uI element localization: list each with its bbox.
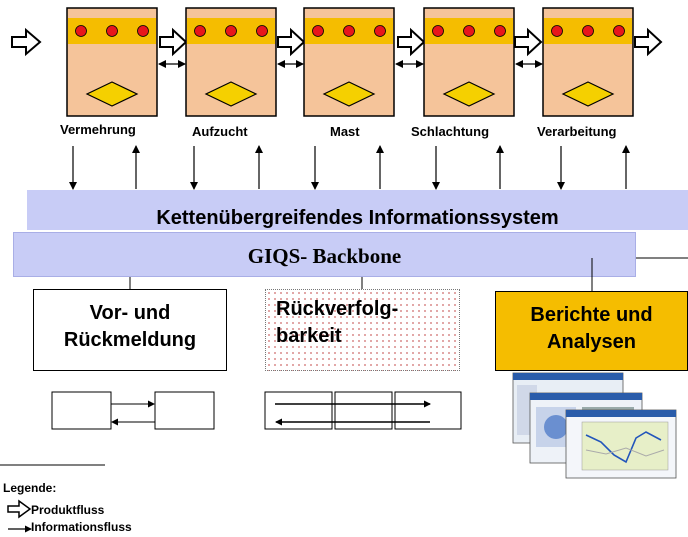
stage-box-vermehrung <box>66 7 158 117</box>
module-rueck-line-2: barkeit <box>276 325 342 347</box>
module-rueck-line-1: Rückverfolg- <box>276 298 399 320</box>
product-flow-arrow <box>634 27 663 57</box>
product-flow-arrow <box>159 27 188 57</box>
legend-product-flow-icon <box>7 499 32 519</box>
module-vor-line-1: Vor- und <box>89 302 171 324</box>
information-system-band: Kettenübergreifendes Informationssystem <box>27 190 688 230</box>
product-flow-arrows <box>11 27 663 57</box>
feedback-mini-diagram <box>51 391 215 430</box>
legend-product-flow-label: Produktfluss <box>31 503 105 517</box>
stage-boxes <box>66 7 634 117</box>
module-ber-line-1: Berichte und <box>530 304 653 326</box>
module-rueckverfolgbarkeit: Rückverfolg- barkeit <box>265 289 460 371</box>
legend-title: Legende: <box>3 481 57 495</box>
legend-information-flow-label: Informationsfluss <box>31 520 132 534</box>
module-vor-line-2: Rückmeldung <box>63 329 197 351</box>
stage-box-verarbeitung <box>542 7 634 117</box>
stage-label-vermehrung: Vermehrung <box>60 122 136 137</box>
stage-label-aufzucht: Aufzucht <box>192 124 248 139</box>
vertical-info-arrows <box>69 145 630 190</box>
stage-label-schlachtung: Schlachtung <box>411 124 490 139</box>
product-flow-arrow <box>514 27 543 57</box>
legend-graphics <box>0 464 105 533</box>
backbone-band: GIQS- Backbone <box>13 232 636 277</box>
stage-box-schlachtung <box>423 7 515 117</box>
module-vor-rueckmeldung: Vor- und Rückmeldung <box>33 289 227 371</box>
backbone-title: GIQS- Backbone <box>247 244 402 268</box>
product-flow-arrow <box>277 27 306 57</box>
report-screenshots-image <box>512 372 677 479</box>
module-berichte-analysen: Berichte und Analysen <box>495 291 688 371</box>
stage-box-mast <box>303 7 395 117</box>
product-flow-arrow <box>397 27 426 57</box>
module-ber-line-2: Analysen <box>547 331 636 353</box>
traceability-mini-diagram <box>264 391 462 430</box>
information-system-title: Kettenübergreifendes Informationssystem <box>156 207 559 229</box>
stage-box-aufzucht <box>185 7 277 117</box>
stage-label-verarbeitung: Verarbeitung <box>537 124 617 139</box>
stage-label-mast: Mast <box>330 124 360 139</box>
product-flow-arrow <box>11 27 42 57</box>
